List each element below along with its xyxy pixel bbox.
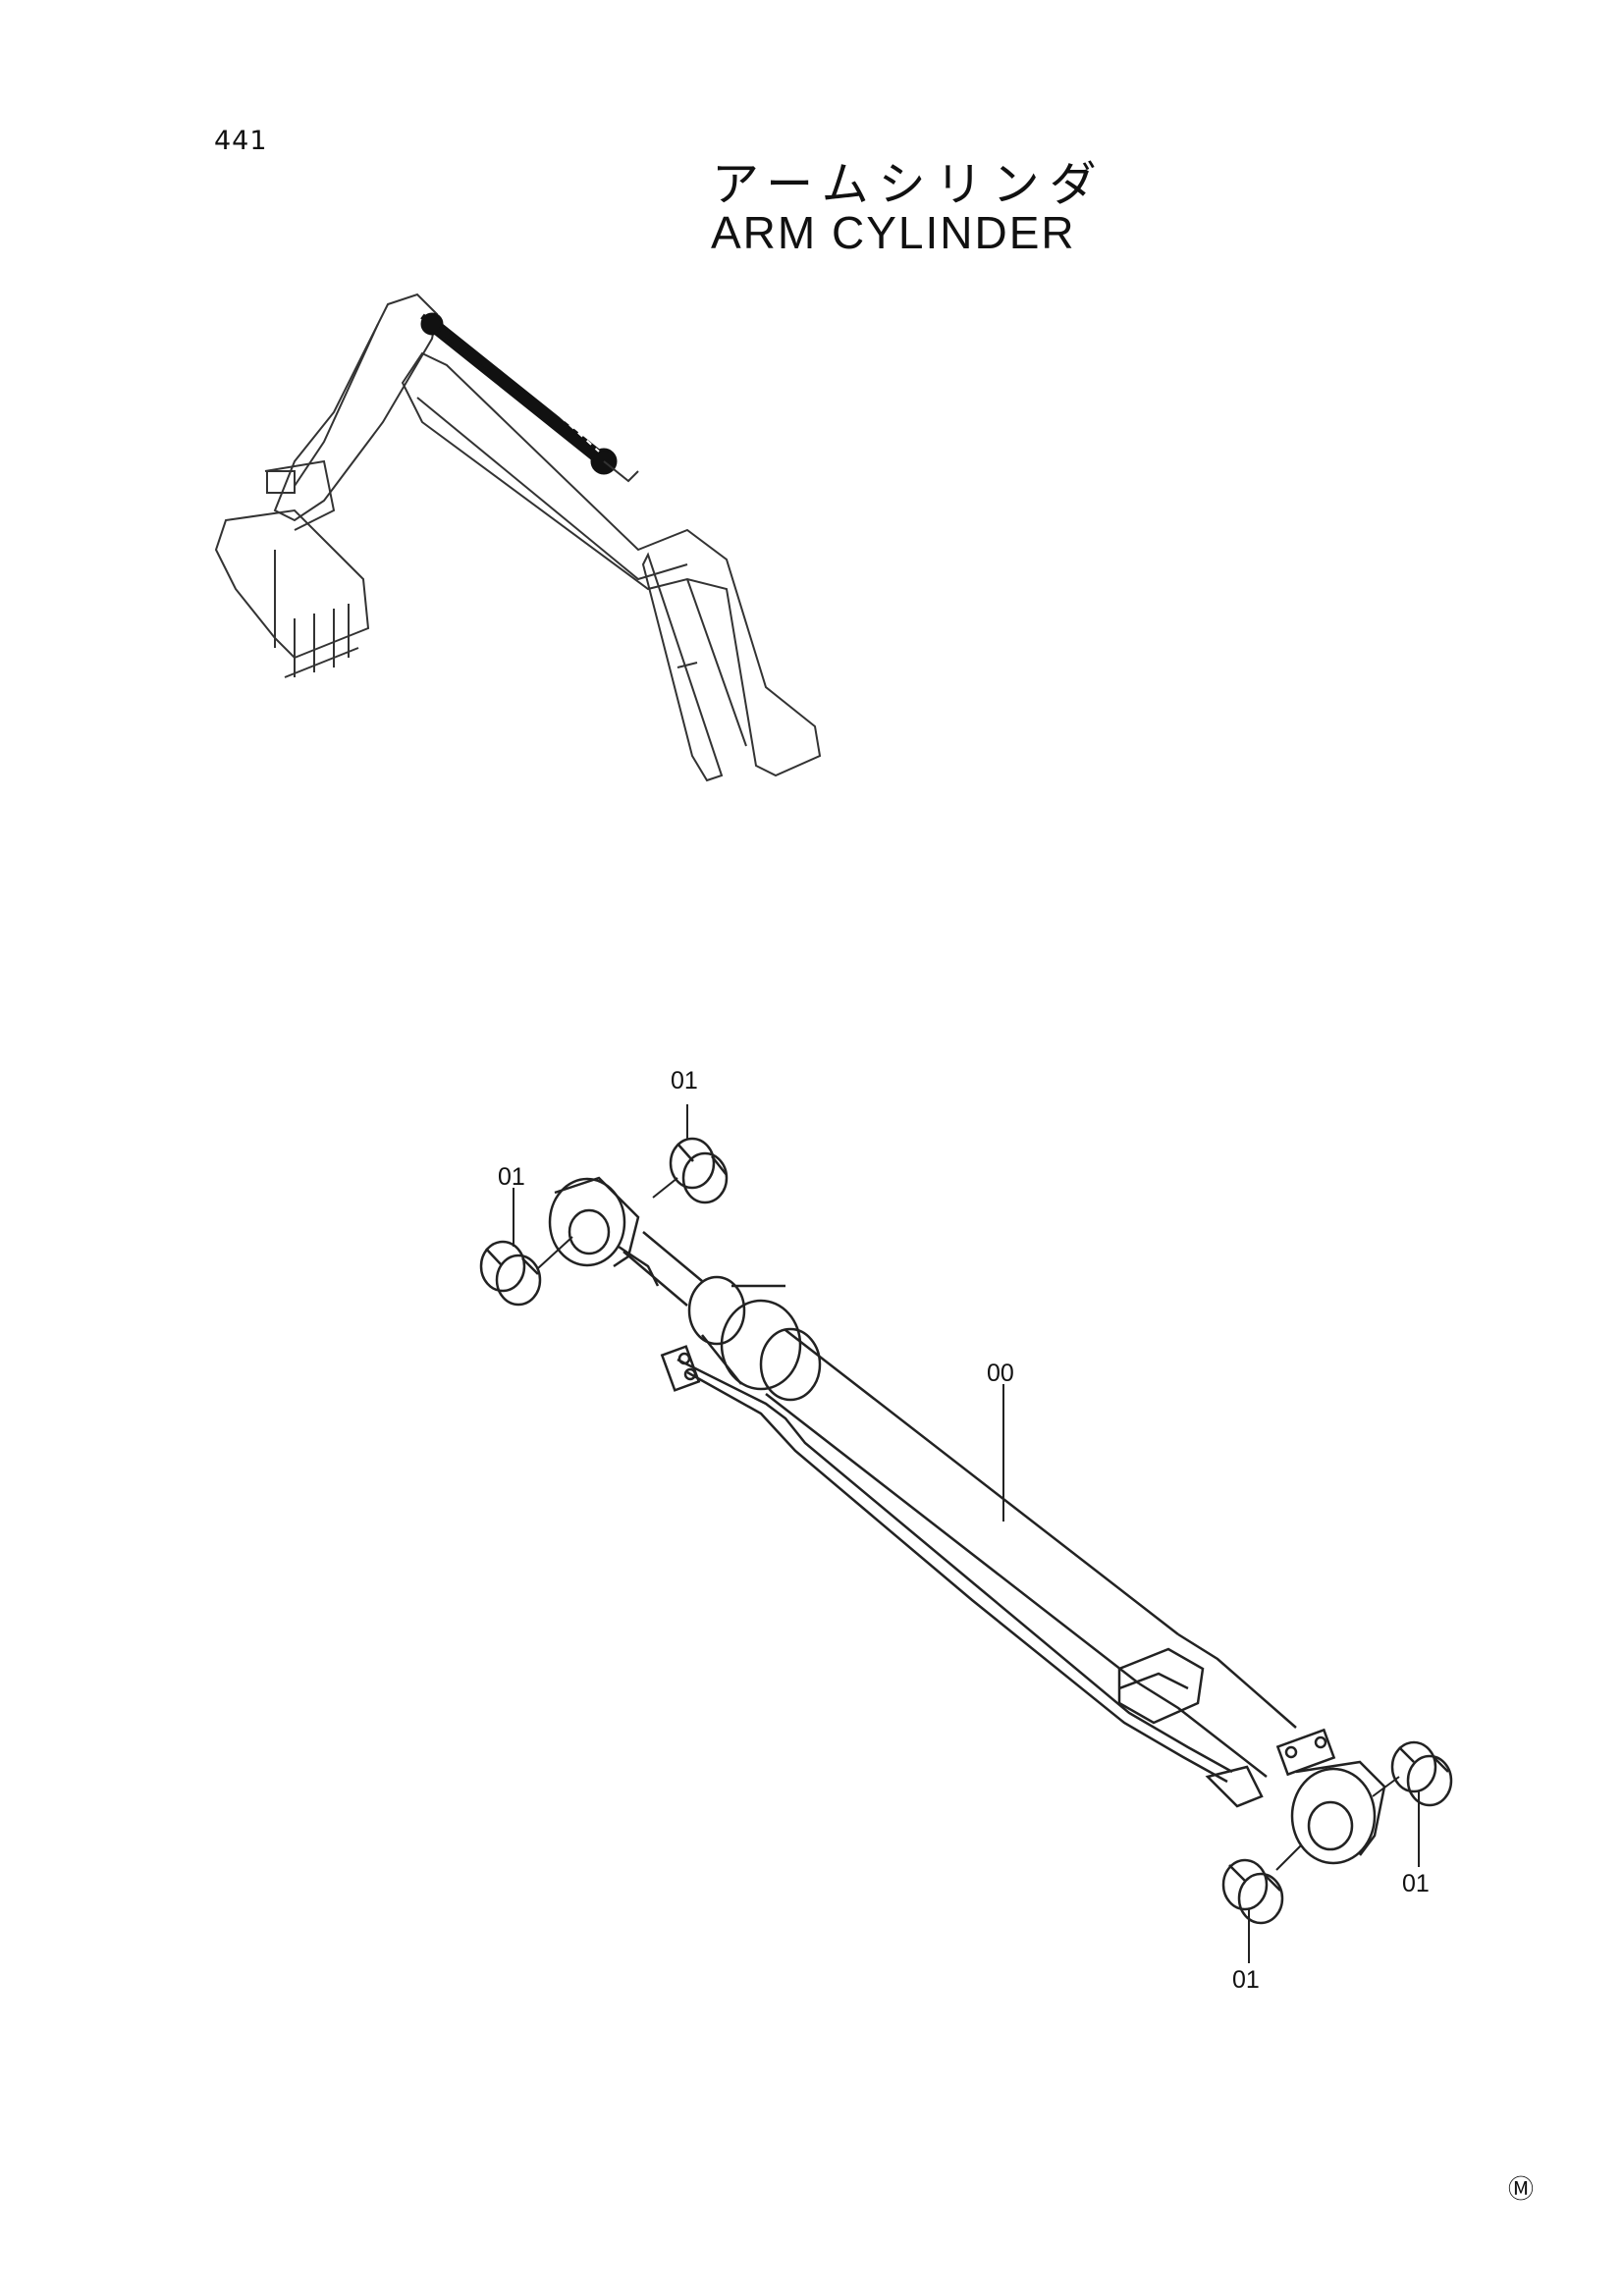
- arm-outline: [273, 293, 439, 522]
- rod-eye: [548, 1176, 660, 1287]
- title-english: ARM CYLINDER: [711, 207, 1076, 258]
- cylinder-head: [687, 1275, 822, 1402]
- callout-bushing-top: 01: [671, 1067, 698, 1095]
- page-number: 441: [214, 126, 268, 156]
- pin-bushing-left: [479, 1240, 542, 1307]
- excavator-locator-view: [214, 293, 822, 782]
- callout-bushing-left: 01: [498, 1163, 525, 1191]
- pipe-clamp-front: [660, 1345, 701, 1392]
- pin-bushing-right: [1390, 1740, 1453, 1807]
- bucket-outline: [214, 508, 370, 660]
- arm-cylinder-highlight: [420, 312, 618, 475]
- callout-bushing-right: 01: [1402, 1870, 1430, 1897]
- cylinder-tube: [765, 1329, 1297, 1778]
- piston-rod: [622, 1231, 703, 1307]
- arm-cylinder-exploded-view: [479, 1104, 1453, 1963]
- callout-cylinder-assembly: 00: [987, 1360, 1014, 1387]
- corner-mark: Ⓜ: [1508, 2175, 1535, 2205]
- pipe-clamp-rear: [1117, 1647, 1336, 1777]
- boom-outline: [401, 351, 822, 777]
- leader-lines: [513, 1104, 1420, 1963]
- title-japanese: アームシリンダ: [712, 157, 1107, 212]
- hydraulic-pipe: [676, 1358, 1233, 1774]
- callout-bushing-lower: 01: [1232, 1966, 1260, 1994]
- pin-bushing-top: [669, 1137, 729, 1204]
- pin-bushing-lower: [1221, 1858, 1284, 1925]
- bottom-eye: [1205, 1760, 1386, 1865]
